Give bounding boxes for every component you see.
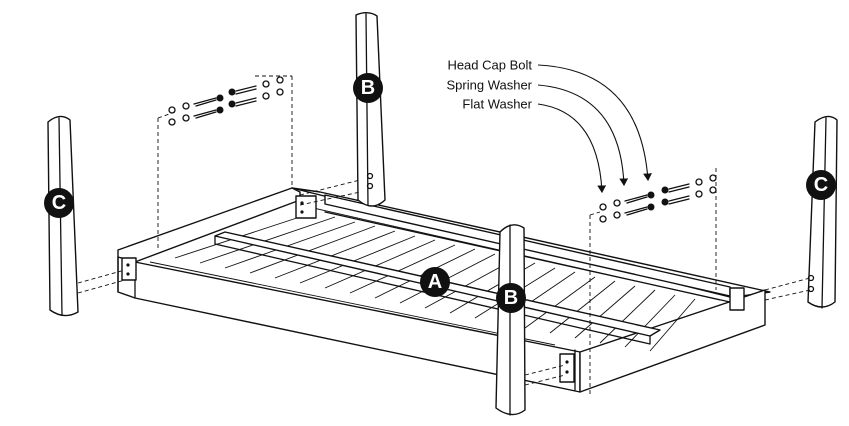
hardware-right <box>599 174 815 293</box>
badge-a-text: A <box>428 271 442 293</box>
flat-washer-label: Flat Washer <box>462 97 532 112</box>
spring-washer-label: Spring Washer <box>447 78 533 93</box>
badge-b-rear: B <box>353 73 383 103</box>
badge-a: A <box>420 267 450 297</box>
hardware-left <box>168 76 374 190</box>
badge-c-right: C <box>806 170 836 200</box>
leg-c-right <box>807 115 838 309</box>
badge-c-right-text: C <box>814 174 828 196</box>
leg-b-front <box>495 224 526 416</box>
badge-b-front-text: B <box>504 287 518 309</box>
badge-c-left-text: C <box>52 192 66 214</box>
alignment-lines <box>77 75 811 395</box>
leg-b-rear <box>355 12 386 207</box>
head-cap-bolt-label: Head Cap Bolt <box>447 58 532 73</box>
callout-arrows <box>537 64 652 194</box>
badge-c-left: C <box>44 188 74 218</box>
badge-b-rear-text: B <box>361 77 375 99</box>
badge-b-front: B <box>496 283 526 313</box>
